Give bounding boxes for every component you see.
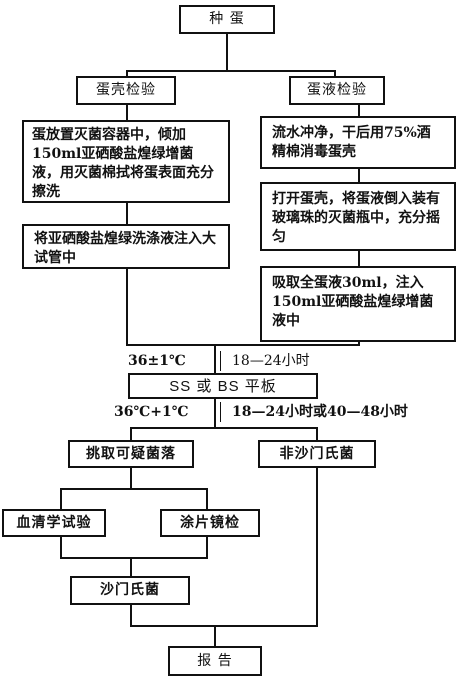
- shell-test-box: 蛋壳检验: [76, 76, 176, 105]
- egg-box: 种 蛋: [179, 5, 275, 34]
- connector: [60, 488, 208, 490]
- connector: [126, 202, 128, 224]
- connector: [214, 625, 216, 647]
- divider: [220, 351, 221, 371]
- divider: [220, 402, 221, 422]
- shell-step2-box: 将亚硒酸盐煌绿洗涤液注入大试管中: [22, 224, 230, 269]
- shell-step1-box: 蛋放置灭菌容器中，倾加150ml亚硒酸盐煌绿增菌液，用灭菌棉拭将蛋表面充分擦洗: [22, 120, 230, 203]
- salmonella-box: 沙门氏菌: [70, 576, 190, 605]
- connector: [60, 488, 62, 510]
- connector: [358, 250, 360, 266]
- plate-box: SS 或 BS 平板: [128, 373, 318, 399]
- liquid-step2-box: 打开蛋壳，将蛋液倒入装有玻璃珠的灭菌瓶中，充分摇匀: [260, 182, 456, 251]
- report-box: 报 告: [168, 646, 262, 676]
- smear-box: 涂片镜检: [160, 509, 260, 537]
- connector: [316, 427, 318, 441]
- connector: [226, 33, 228, 71]
- connector: [130, 427, 132, 441]
- incubation-temp-2: 36℃+1℃: [114, 404, 189, 420]
- connector: [130, 604, 132, 626]
- connector: [358, 104, 360, 116]
- connector: [214, 344, 216, 374]
- incubation-time-2: 18—24小时或40—48小时: [232, 404, 408, 420]
- connector: [316, 467, 318, 627]
- connector: [214, 398, 216, 428]
- connector: [358, 168, 360, 182]
- incubation-time-1: 18—24小时: [232, 353, 310, 369]
- connector: [130, 467, 132, 489]
- connector: [126, 268, 128, 344]
- liquid-step3-box: 吸取全蛋液30ml，注入150ml亚硒酸盐煌绿增菌液中: [260, 266, 456, 342]
- liquid-test-box: 蛋液检验: [289, 76, 385, 105]
- connector: [126, 70, 128, 78]
- connector: [126, 104, 128, 120]
- connector: [126, 70, 335, 72]
- connector: [206, 488, 208, 510]
- connector: [358, 341, 360, 345]
- liquid-step1-box: 流水冲净，干后用75%酒精棉消毒蛋壳: [260, 116, 456, 169]
- connector: [206, 536, 208, 558]
- non-salmonella-box: 非沙门氏菌: [258, 440, 376, 468]
- connector: [60, 536, 62, 558]
- serology-box: 血清学试验: [2, 509, 106, 537]
- pick-colony-box: 挑取可疑菌落: [68, 440, 194, 468]
- connector: [130, 625, 318, 627]
- connector: [60, 557, 208, 559]
- connector: [130, 427, 318, 429]
- connector: [334, 70, 336, 78]
- connector: [130, 557, 132, 577]
- incubation-temp-1: 36±1℃: [128, 353, 186, 369]
- connector: [126, 344, 360, 346]
